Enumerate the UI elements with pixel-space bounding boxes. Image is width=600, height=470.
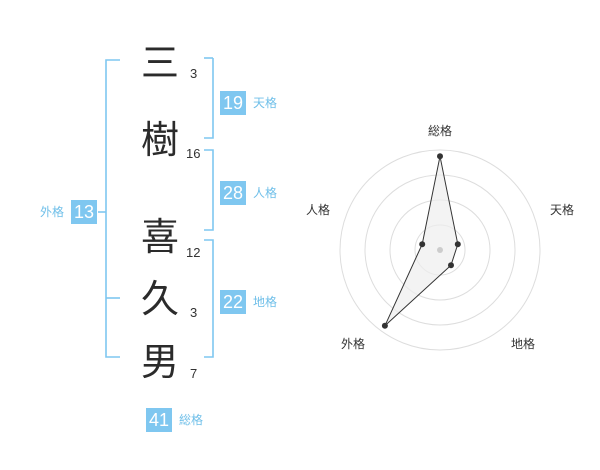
- tenkaku-label: 天格: [253, 96, 278, 110]
- radar-axis-gaikaku: 外格: [341, 337, 366, 351]
- jinkaku-bracket: [204, 149, 214, 231]
- tenkaku-value: 19: [220, 91, 247, 115]
- bracket-lines: [98, 57, 214, 358]
- jinkaku-label: 人格: [253, 186, 278, 200]
- tenkaku-bracket-top: [204, 58, 214, 139]
- radar-ring-4: [339, 149, 541, 351]
- radar-polygon: [384, 156, 459, 327]
- soukaku-label: 総格: [179, 413, 204, 427]
- name-char-3: 喜: [140, 215, 179, 259]
- radar-axis-jinkaku: 人格: [306, 203, 331, 217]
- radar-point-2: [454, 241, 461, 248]
- radar-center: [437, 247, 443, 253]
- radar-point-3: [448, 262, 454, 269]
- stroke-count-4: 3: [190, 305, 198, 320]
- chikaku-value: 22: [220, 290, 247, 314]
- gaikaku-bracket: [105, 59, 120, 358]
- gaikaku-value: 13: [71, 200, 98, 224]
- radar-point-1: [437, 153, 443, 160]
- stroke-count-5: 7: [190, 366, 198, 381]
- stroke-count-2: 16: [186, 146, 201, 161]
- chikaku-label: 地格: [253, 295, 278, 309]
- radar-axis-chikaku: 地格: [511, 337, 536, 351]
- jinkaku-value: 28: [220, 181, 247, 205]
- radar-point-4: [381, 322, 388, 329]
- radar-chart: [339, 149, 541, 351]
- name-char-1: 三: [140, 41, 179, 85]
- radar-point-5: [419, 241, 426, 248]
- stroke-count-3: 12: [186, 245, 201, 260]
- gaikaku-label: 外格: [40, 205, 65, 219]
- name-char-5: 男: [140, 340, 179, 384]
- stroke-count-1: 3: [190, 66, 198, 81]
- radar-axis-tenkaku: 天格: [550, 203, 575, 217]
- radar-axis-soukaku: 総格: [428, 124, 453, 138]
- chikaku-bracket: [204, 239, 214, 358]
- name-char-2: 樹: [140, 118, 179, 162]
- name-char-4: 久: [140, 277, 179, 321]
- soukaku-value: 41: [146, 408, 173, 432]
